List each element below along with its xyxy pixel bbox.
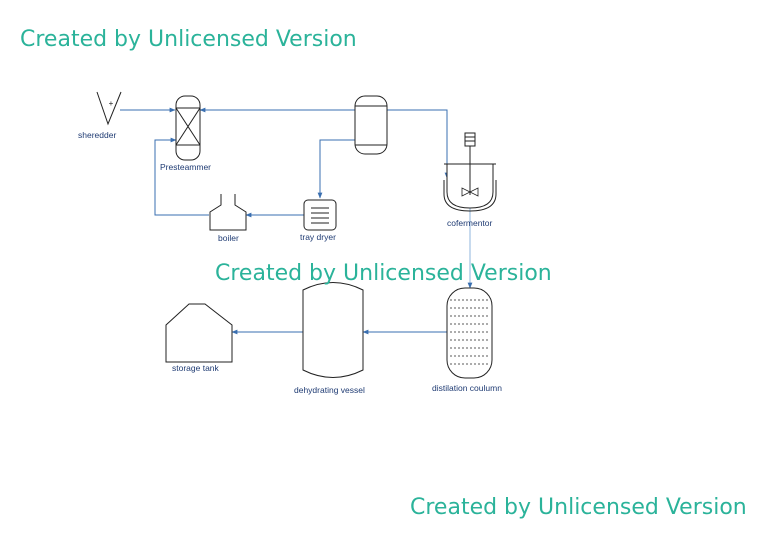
cofermentor-jacket [443,180,497,212]
presteammer-label: Presteammer [160,162,211,172]
watermark-top: Created by Unlicensed Version [20,27,357,52]
agitator-motor-icon [464,132,476,147]
shredder-icon [96,91,122,126]
storage-tank-unit: storage tank [165,303,233,373]
shredder-unit: + sheredder [78,91,122,140]
boiler-label: boiler [218,233,239,243]
shredder-plus-icon: + [109,99,114,108]
pipe-tank-to-tray-dryer [317,139,355,199]
distillation-column-icon [446,287,493,379]
dehydrating-vessel-icon [302,282,364,378]
presteammer-cross-b [175,107,201,146]
storage-tank-label: storage tank [172,363,220,373]
dehydrating-vessel-unit: dehydrating vessel [294,282,365,395]
tray-dryer-label: tray dryer [300,232,336,242]
watermark-middle: Created by Unlicensed Version [215,261,552,286]
presteammer-unit: Presteammer [160,95,211,172]
impeller-icon [461,187,479,197]
pipes [120,107,473,335]
distillation-column-unit: distilation coulumn [432,287,502,393]
boiler-icon [209,194,247,231]
shredder-label: sheredder [78,130,116,140]
cofermentor-label: cofermentor [447,218,493,228]
tray-dryer-unit: tray dryer [300,199,337,242]
dehydrating-vessel-label: dehydrating vessel [294,385,365,395]
tray-dryer-icon [303,199,337,231]
watermark-bottom: Created by Unlicensed Version [410,495,747,520]
distillation-column-label: distilation coulumn [432,383,502,393]
presteammer-vessel-icon [175,95,201,161]
feed-tank-unit [354,95,388,155]
cofermentor-unit: cofermentor [443,132,497,228]
pipe-tank-to-cofermentor [387,109,450,179]
storage-tank-icon [165,303,233,363]
pipe-boiler-to-presteammer [154,137,209,216]
boiler-unit: boiler [209,194,247,243]
feed-tank-icon [354,95,388,155]
column-trays [450,299,489,365]
